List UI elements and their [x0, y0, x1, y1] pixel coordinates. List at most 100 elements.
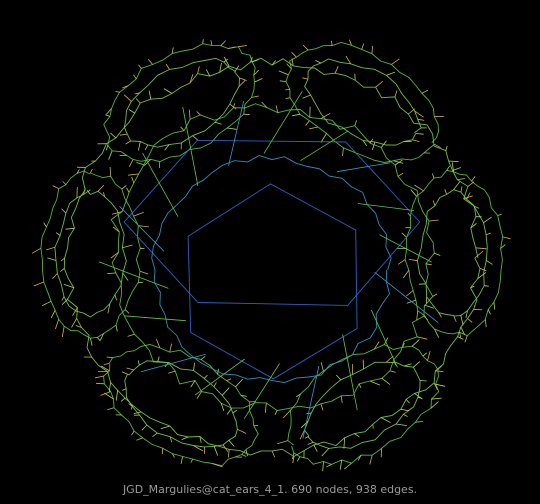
pendant-edge: [106, 108, 112, 115]
pendant-edge: [474, 250, 484, 259]
pendant-edge: [414, 184, 424, 192]
pendant-edge: [381, 377, 391, 385]
pendant-edge: [416, 310, 419, 321]
pendant-edge: [342, 147, 344, 157]
pendant-edge: [444, 189, 448, 195]
pendant-edge: [133, 74, 137, 80]
pendant-edge: [133, 212, 144, 217]
cross-edge: [194, 358, 245, 396]
pendant-edge: [100, 391, 111, 396]
lobe-ring: [287, 343, 440, 465]
pendant-edge: [369, 380, 381, 386]
pendant-edge: [220, 40, 226, 46]
pendant-edge: [339, 459, 343, 470]
middle-ring: [110, 103, 435, 411]
pendant-edge: [100, 365, 110, 372]
pendant-edge: [62, 181, 67, 185]
pendant-edge: [431, 397, 442, 400]
pendant-edge: [278, 70, 289, 76]
pendant-edge: [414, 393, 423, 400]
pendant-edge: [239, 77, 247, 81]
pendant-edge: [115, 325, 118, 332]
pendant-edge: [233, 103, 236, 108]
pendant-edge: [343, 437, 345, 449]
pendant-edge: [137, 360, 140, 366]
pendant-edge: [158, 161, 161, 169]
pendant-edge: [121, 371, 130, 376]
pendant-edge: [408, 259, 418, 262]
pendant-edge: [31, 247, 42, 254]
pendant-edge: [302, 77, 309, 80]
pendant-edge: [369, 455, 373, 465]
network-graph: [31, 39, 511, 472]
pendant-edge: [354, 433, 360, 438]
pendant-edge: [433, 382, 438, 391]
pendant-edge: [463, 195, 473, 200]
pendant-edge: [484, 285, 489, 287]
pendant-edge: [238, 45, 247, 48]
pendant-edge: [417, 118, 425, 121]
pendant-edge: [292, 456, 295, 463]
pendant-edge: [295, 393, 301, 398]
pendant-edge: [213, 382, 217, 387]
pendant-edge: [420, 380, 427, 382]
cross-edge: [243, 363, 280, 419]
pendant-edge: [408, 108, 415, 115]
lobe-inner-ring: [54, 189, 127, 318]
pendant-edge: [122, 85, 129, 89]
pendant-edge: [148, 90, 152, 100]
pendant-edge: [119, 133, 128, 136]
graph-caption: JGD_Margulies@cat_ears_4_1. 690 nodes, 9…: [122, 483, 418, 496]
pendant-edge: [315, 59, 322, 64]
pendant-edge: [188, 109, 191, 120]
pendant-edge: [133, 411, 142, 415]
pendant-edge: [220, 402, 225, 412]
pendant-edge: [200, 355, 206, 360]
pendant-edge: [97, 337, 101, 342]
pendant-edge: [227, 449, 230, 458]
pendant-edge: [423, 315, 428, 321]
pendant-edge: [120, 397, 126, 402]
pendant-edge: [467, 181, 475, 187]
pendant-edge: [95, 382, 105, 385]
pendant-edge: [403, 414, 408, 417]
pendant-edge: [474, 205, 480, 209]
pendant-edge: [502, 236, 511, 240]
pendant-edge: [240, 394, 247, 397]
pendant-edge: [275, 105, 279, 113]
pendant-edge: [271, 60, 277, 66]
pendant-edge: [362, 140, 368, 147]
pendant-edge: [155, 338, 161, 349]
pendant-edge: [500, 244, 506, 249]
pendant-edge: [434, 252, 441, 256]
pendant-edge: [320, 403, 324, 411]
pendant-edge: [279, 80, 286, 82]
pendant-edge: [214, 121, 222, 125]
pendant-edge: [407, 212, 411, 217]
pendant-edge: [202, 39, 204, 44]
pendant-edge: [189, 74, 194, 84]
pendant-edge: [115, 91, 120, 93]
pendant-edge: [386, 71, 396, 76]
pendant-edge: [485, 232, 491, 236]
pendant-edge: [396, 423, 407, 426]
pendant-edge: [438, 312, 442, 318]
pendant-edge: [464, 335, 468, 343]
pendant-edge: [219, 62, 222, 73]
pendant-edge: [446, 165, 450, 171]
pendant-edge: [76, 169, 80, 174]
pendant-edge: [320, 133, 327, 143]
pendant-edge: [373, 341, 380, 350]
cross-edge: [123, 315, 186, 322]
pendant-edge: [103, 363, 110, 365]
pendant-edge: [141, 424, 148, 431]
cross-edge: [300, 130, 348, 162]
pendant-edge: [124, 309, 130, 314]
pendant-edge: [340, 395, 343, 403]
pendant-edge: [241, 454, 247, 457]
inner-ring: [151, 155, 392, 383]
pendant-edge: [190, 458, 194, 463]
pendant-edge: [282, 410, 291, 419]
cross-edge: [336, 162, 391, 173]
pendant-edge: [345, 55, 352, 65]
